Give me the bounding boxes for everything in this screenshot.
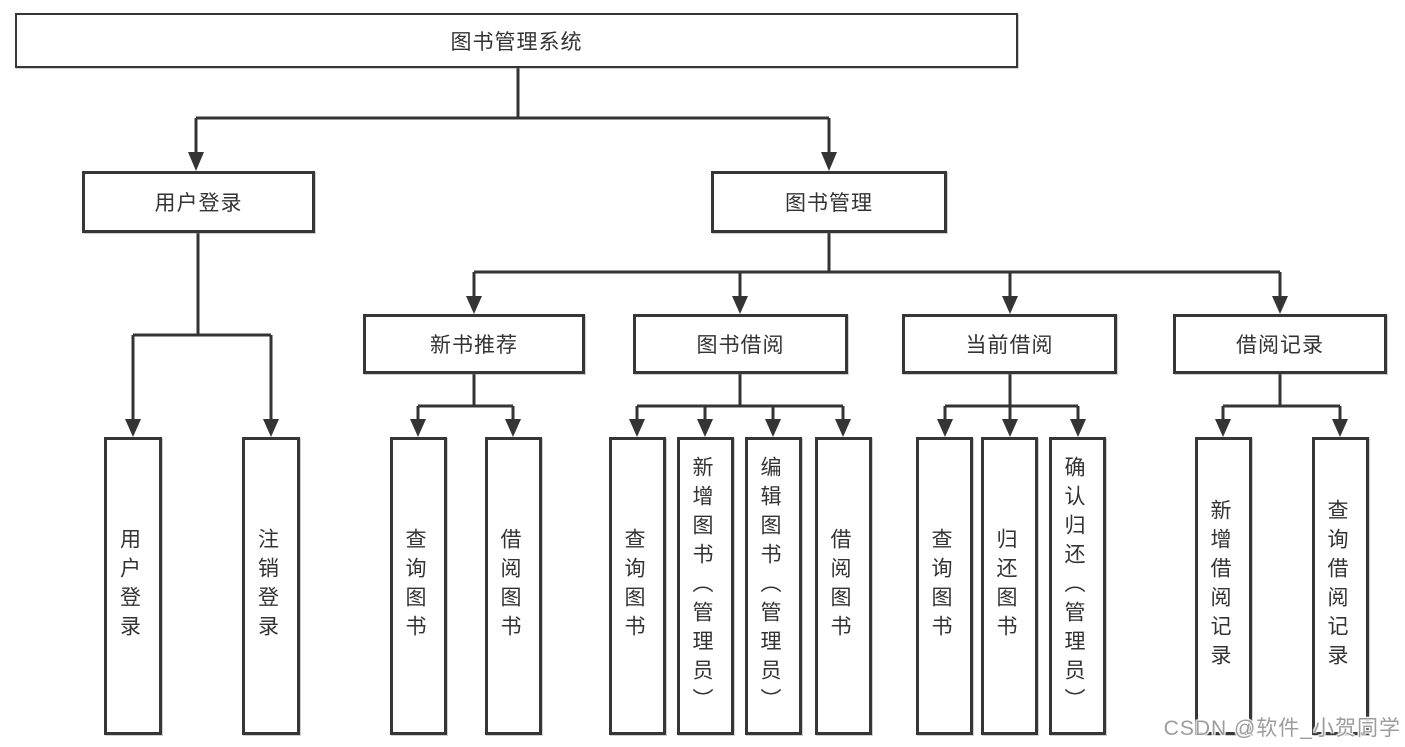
leaf-borrow-books-recommend: 借阅图书 bbox=[485, 437, 542, 735]
leaf-return-book: 归还图书 bbox=[981, 437, 1038, 735]
leaf-logout: 注销登录 bbox=[242, 437, 300, 735]
node-library-management-system: 图书管理系统 bbox=[15, 13, 1018, 68]
leaf-query-books-recommend: 查询图书 bbox=[390, 437, 447, 735]
node-label: 图书管理 bbox=[785, 192, 873, 215]
node-label: 图书管理系统 bbox=[450, 30, 583, 54]
node-label: 新增借阅记录 bbox=[1208, 499, 1231, 673]
node-label: 新增图书（管理员） bbox=[690, 455, 713, 717]
node-new-book-recommendation: 新书推荐 bbox=[363, 314, 585, 374]
node-current-borrowing: 当前借阅 bbox=[902, 314, 1117, 374]
leaf-query-borrow-record: 查询借阅记录 bbox=[1312, 437, 1369, 735]
node-book-borrowing: 图书借阅 bbox=[633, 314, 848, 374]
leaf-add-book-admin: 新增图书（管理员） bbox=[677, 437, 734, 735]
leaf-edit-book-admin: 编辑图书（管理员） bbox=[745, 437, 802, 735]
node-label: 归还图书 bbox=[994, 528, 1017, 644]
node-label: 用户登录 bbox=[154, 192, 243, 215]
leaf-add-borrow-record: 新增借阅记录 bbox=[1195, 437, 1252, 735]
node-label: 当前借阅 bbox=[965, 334, 1054, 357]
node-label: 借阅图书 bbox=[828, 528, 851, 644]
leaf-borrow-books: 借阅图书 bbox=[815, 437, 872, 735]
csdn-watermark: CSDN @软件_小贺同学 bbox=[1163, 717, 1401, 740]
leaf-user-login: 用户登录 bbox=[104, 437, 162, 735]
node-label: 用户登录 bbox=[117, 528, 141, 644]
node-label: 注销登录 bbox=[255, 528, 279, 644]
node-label: 借阅图书 bbox=[498, 528, 521, 644]
leaf-query-books-borrow: 查询图书 bbox=[609, 437, 666, 735]
node-label: 确认归还（管理员） bbox=[1062, 455, 1085, 717]
node-borrowing-records: 借阅记录 bbox=[1173, 314, 1387, 374]
node-label: 图书借阅 bbox=[696, 334, 785, 357]
node-label: 查询图书 bbox=[929, 528, 952, 644]
node-label: 编辑图书（管理员） bbox=[758, 455, 781, 717]
node-book-management: 图书管理 bbox=[711, 171, 947, 233]
node-user-login: 用户登录 bbox=[82, 171, 315, 233]
node-label: 新书推荐 bbox=[430, 334, 518, 357]
node-label: 借阅记录 bbox=[1236, 334, 1324, 357]
node-label: 查询图书 bbox=[622, 528, 645, 644]
leaf-query-books-current: 查询图书 bbox=[916, 437, 973, 735]
leaf-confirm-return-admin: 确认归还（管理员） bbox=[1049, 437, 1106, 735]
node-label: 查询借阅记录 bbox=[1325, 499, 1348, 673]
node-label: 查询图书 bbox=[403, 528, 426, 644]
